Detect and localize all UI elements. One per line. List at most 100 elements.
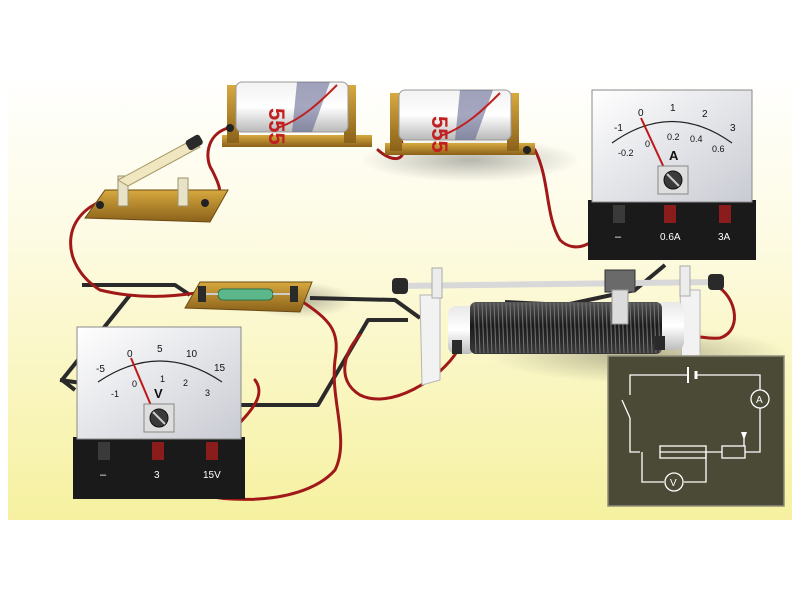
switch-hinge-post xyxy=(117,175,129,207)
battery-2-label: 555 xyxy=(427,116,452,153)
coil-winding xyxy=(557,302,561,354)
coil-winding xyxy=(609,302,613,354)
battery-1-label-stripe xyxy=(292,82,330,132)
knife-switch[interactable] xyxy=(84,134,229,223)
voltmeter-outer-0: -5 xyxy=(96,364,105,375)
ammeter-terminal-3a[interactable] xyxy=(719,205,731,223)
coil-winding xyxy=(549,302,553,354)
schematic-switch xyxy=(621,399,631,419)
switch-terminal-left[interactable] xyxy=(96,201,104,209)
ammeter-terminal-neg[interactable] xyxy=(613,205,625,223)
coil-winding xyxy=(641,302,645,354)
coil-winding xyxy=(553,302,557,354)
switch-blade[interactable] xyxy=(116,139,201,187)
voltmeter-inner-3: 2 xyxy=(183,378,188,388)
coil-winding xyxy=(493,302,497,354)
voltmeter-screw-slot xyxy=(152,411,166,425)
ammeter-inner-2: 0.2 xyxy=(667,132,680,142)
coil-winding xyxy=(605,302,609,354)
voltmeter-terminal-label-3: 3 xyxy=(154,470,160,481)
voltmeter-outer-4: 15 xyxy=(214,363,226,374)
ammeter-scale-arc xyxy=(611,120,733,144)
ammeter[interactable]: -1 0 1 2 3 -0.2 0 0.2 0.4 0.6 A – 0.6A 3… xyxy=(588,89,756,260)
ammeter-screw-slot xyxy=(666,173,680,187)
coil-winding xyxy=(565,302,569,354)
battery-1-terminal-left[interactable] xyxy=(226,124,234,132)
coil-winding xyxy=(597,302,601,354)
switch-terminal-right[interactable] xyxy=(201,199,209,207)
schematic-voltmeter-label: V xyxy=(670,478,677,489)
ammeter-terminal-06a[interactable] xyxy=(664,205,676,223)
voltmeter-terminal-3v[interactable] xyxy=(152,442,164,460)
coil-winding xyxy=(573,302,577,354)
coil-winding xyxy=(505,302,509,354)
coil-winding xyxy=(501,302,505,354)
coil-winding xyxy=(593,302,597,354)
rheostat-terminal-left[interactable] xyxy=(452,340,462,354)
coil-winding xyxy=(569,302,573,354)
coil-winding xyxy=(633,302,637,354)
coil-winding xyxy=(525,302,529,354)
black-wire-resistor-rheostat xyxy=(309,296,422,320)
rheostat-slider-contact[interactable] xyxy=(611,289,629,325)
schematic-resistor xyxy=(659,445,707,459)
coil-winding xyxy=(537,302,541,354)
black-wire-switch-resistor xyxy=(82,283,192,297)
coil-winding xyxy=(529,302,533,354)
rheostat-rod-cap-left xyxy=(392,278,408,294)
voltmeter-inner-2: 1 xyxy=(160,374,165,384)
coil-winding xyxy=(645,302,649,354)
battery-2[interactable]: 555 xyxy=(385,89,535,155)
rheostat-end-left xyxy=(419,294,441,386)
voltmeter-terminal-label-neg: – xyxy=(100,469,107,481)
schematic-rheostat xyxy=(721,445,746,459)
battery-1-label-curve xyxy=(276,84,338,129)
coil-winding xyxy=(485,302,489,354)
ammeter-outer-2: 1 xyxy=(670,103,676,114)
battery-2-terminal-right[interactable] xyxy=(523,146,531,154)
coil-winding xyxy=(561,302,565,354)
coil-winding xyxy=(585,302,589,354)
switch-handle[interactable] xyxy=(185,134,204,152)
ammeter-terminal-label-06a: 0.6A xyxy=(660,232,681,243)
voltmeter-inner-0: -1 xyxy=(111,389,119,399)
resistor-terminal-left[interactable] xyxy=(198,286,206,302)
voltmeter-inner-1: 0 xyxy=(132,379,137,389)
resistor-terminal-right[interactable] xyxy=(290,286,298,302)
schematic-background xyxy=(607,355,785,507)
coil-winding xyxy=(521,302,525,354)
rheostat[interactable] xyxy=(392,265,724,386)
voltmeter[interactable]: -5 0 5 10 15 -1 0 1 2 3 V – 3 15V xyxy=(73,326,245,499)
coil-winding xyxy=(481,302,485,354)
voltmeter-terminal-15v[interactable] xyxy=(206,442,218,460)
rheostat-post-right xyxy=(679,265,691,297)
schematic-panel: A V xyxy=(607,355,785,507)
coil-winding xyxy=(477,302,481,354)
schematic-voltmeter-circle xyxy=(664,472,684,492)
coil-winding xyxy=(581,302,585,354)
voltmeter-terminal-neg[interactable] xyxy=(98,442,110,460)
ammeter-inner-1: 0 xyxy=(645,139,650,149)
rheostat-terminal-right[interactable] xyxy=(655,336,665,350)
fixed-resistor[interactable] xyxy=(184,281,313,313)
coil-winding xyxy=(649,302,653,354)
schematic-wiring xyxy=(621,374,770,492)
coil-winding xyxy=(577,302,581,354)
coil-winding xyxy=(489,302,493,354)
schematic-wire-top-left xyxy=(629,374,688,395)
coil-winding xyxy=(629,302,633,354)
rheostat-coil-windings xyxy=(473,302,661,354)
schematic-wire-top-right xyxy=(696,374,761,390)
coil-winding xyxy=(497,302,501,354)
battery-1-base xyxy=(222,135,372,147)
coil-winding xyxy=(509,302,513,354)
coil-winding xyxy=(589,302,593,354)
coil-winding xyxy=(637,302,641,354)
rheostat-slider[interactable] xyxy=(604,269,636,293)
switch-contact-post xyxy=(177,177,189,207)
voltmeter-outer-1: 0 xyxy=(127,349,133,360)
ammeter-inner-0: -0.2 xyxy=(618,148,634,158)
battery-1[interactable]: 555 xyxy=(222,81,372,147)
voltmeter-outer-3: 10 xyxy=(186,349,198,360)
coil-winding xyxy=(545,302,549,354)
